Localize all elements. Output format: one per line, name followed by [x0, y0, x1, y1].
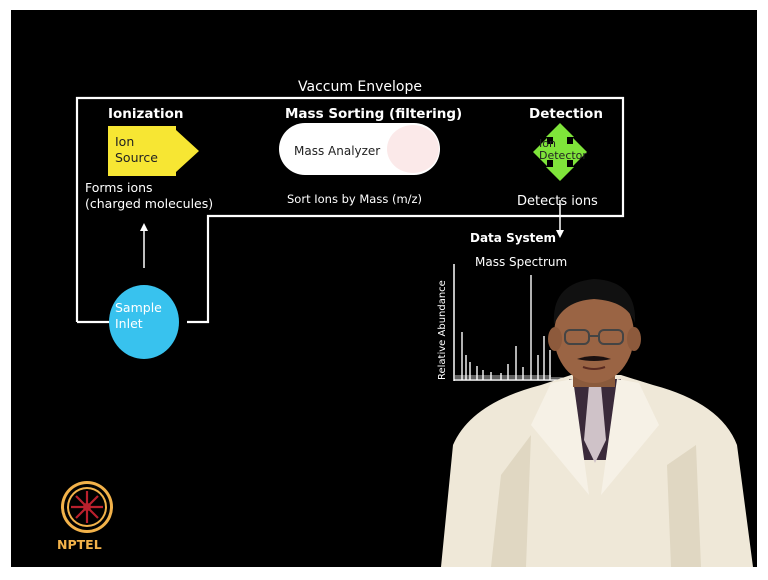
inlet-arrow-head	[140, 223, 148, 231]
ionization-heading: Ionization	[108, 106, 184, 122]
diagram-graphics	[61, 96, 625, 533]
lapel-left	[531, 379, 589, 495]
nptel-logo-text: NPTEL	[57, 537, 102, 552]
ion-source-label: Ion Source	[115, 134, 158, 165]
presenter-hair	[553, 279, 636, 325]
lapel-right	[601, 379, 659, 495]
slide: Vaccum Envelope Ionization Mass Sorting …	[11, 10, 757, 567]
ion-detector-label: Ion Detector	[539, 137, 587, 162]
data-system-label: Data System	[470, 231, 557, 245]
presenter-mouth	[582, 366, 606, 370]
mass-sorting-heading: Mass Sorting (filtering)	[285, 106, 463, 122]
sort-ions-text: Sort Ions by Mass (m/z)	[287, 192, 423, 206]
detection-heading: Detection	[529, 106, 603, 122]
ion-source-shape	[108, 126, 199, 176]
spectrum-baseline-noise	[455, 375, 576, 379]
presenter-ear-right	[627, 327, 641, 351]
detects-ions-text: Detects ions	[517, 194, 598, 209]
presenter-ear-left	[548, 327, 562, 351]
presenter-glasses	[564, 329, 624, 345]
presenter-video	[441, 279, 753, 567]
mass-analyzer-end	[387, 125, 439, 173]
data-system-arrow-head	[556, 230, 564, 238]
sample-inlet-shape	[109, 285, 179, 359]
mass-analyzer-label: Mass Analyzer	[294, 144, 381, 158]
suit-shading-right	[667, 445, 701, 567]
mass-spectrum-label: Mass Spectrum	[475, 255, 568, 269]
presenter-tie	[584, 385, 606, 463]
forms-ions-text: Forms ions (charged molecules)	[85, 180, 214, 211]
presenter-mustache	[577, 356, 611, 361]
suit-shading	[491, 435, 531, 567]
ion-detector-shape	[533, 123, 587, 181]
envelope-title: Vaccum Envelope	[298, 79, 422, 95]
sample-inlet-label: Sample Inlet	[115, 300, 162, 331]
vacuum-envelope-outline	[75, 96, 625, 324]
nptel-logo-emblem	[61, 481, 113, 533]
